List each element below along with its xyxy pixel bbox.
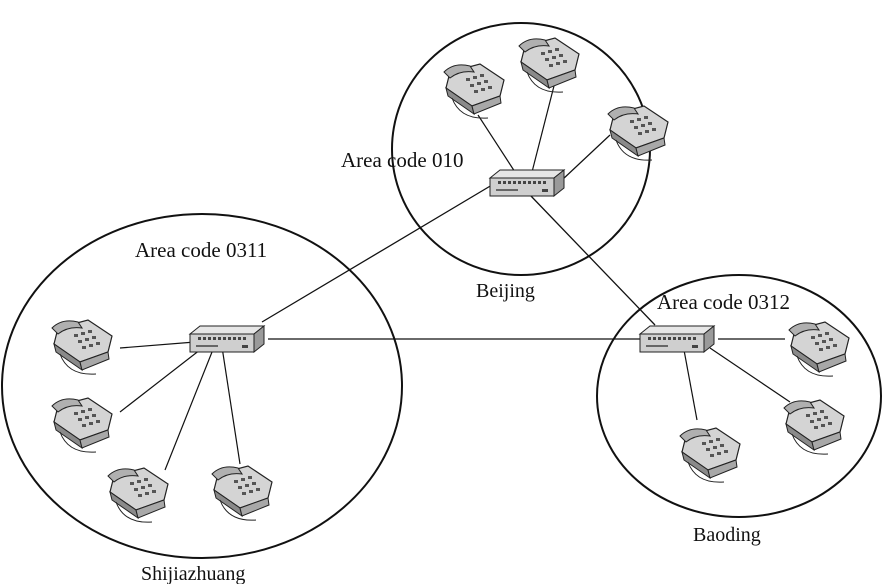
telephone-icon: [443, 63, 505, 119]
baoding-area-code-label: Area code 0312: [657, 290, 790, 314]
beijing-local-lines: [477, 81, 611, 181]
beijing-exchange-icon: [489, 169, 565, 197]
beijing-area-code-label: Area code 010: [341, 148, 463, 172]
shijiazhuang-area-code-label: Area code 0311: [135, 238, 267, 262]
trunk-line-beijing-baoding: [529, 194, 656, 326]
baoding-exchange-icon: [639, 325, 715, 353]
shijiazhuang-area-circle: [1, 213, 403, 559]
local-line: [477, 114, 516, 173]
telephone-icon: [518, 37, 580, 93]
baoding-city-label: Baoding: [693, 524, 761, 546]
telephone-icon: [679, 427, 741, 483]
local-line: [683, 349, 698, 421]
local-line: [709, 347, 791, 403]
shijiazhuang-local-lines: [119, 341, 241, 471]
telephone-icon: [788, 321, 850, 377]
telephone-icon: [607, 105, 669, 161]
telephone-icon: [51, 397, 113, 453]
shijiazhuang-city-label: Shijiazhuang: [141, 563, 245, 584]
local-line: [561, 134, 611, 181]
trunk-lines: [261, 181, 656, 340]
baoding-local-lines: [683, 338, 791, 421]
telephone-icon: [211, 465, 273, 521]
local-line: [531, 81, 556, 173]
local-line: [221, 346, 241, 465]
telephone-icon: [107, 467, 169, 523]
local-line: [119, 345, 206, 413]
telephone-icon: [51, 319, 113, 375]
shijiazhuang-exchange-icon: [189, 325, 265, 353]
telephone-icon: [783, 399, 845, 455]
local-line: [164, 346, 215, 471]
local-line: [119, 341, 196, 349]
beijing-city-label: Beijing: [476, 280, 535, 302]
trunk-line-shijiazhuang-beijing: [261, 181, 498, 323]
baoding-area-circle: [596, 274, 882, 518]
